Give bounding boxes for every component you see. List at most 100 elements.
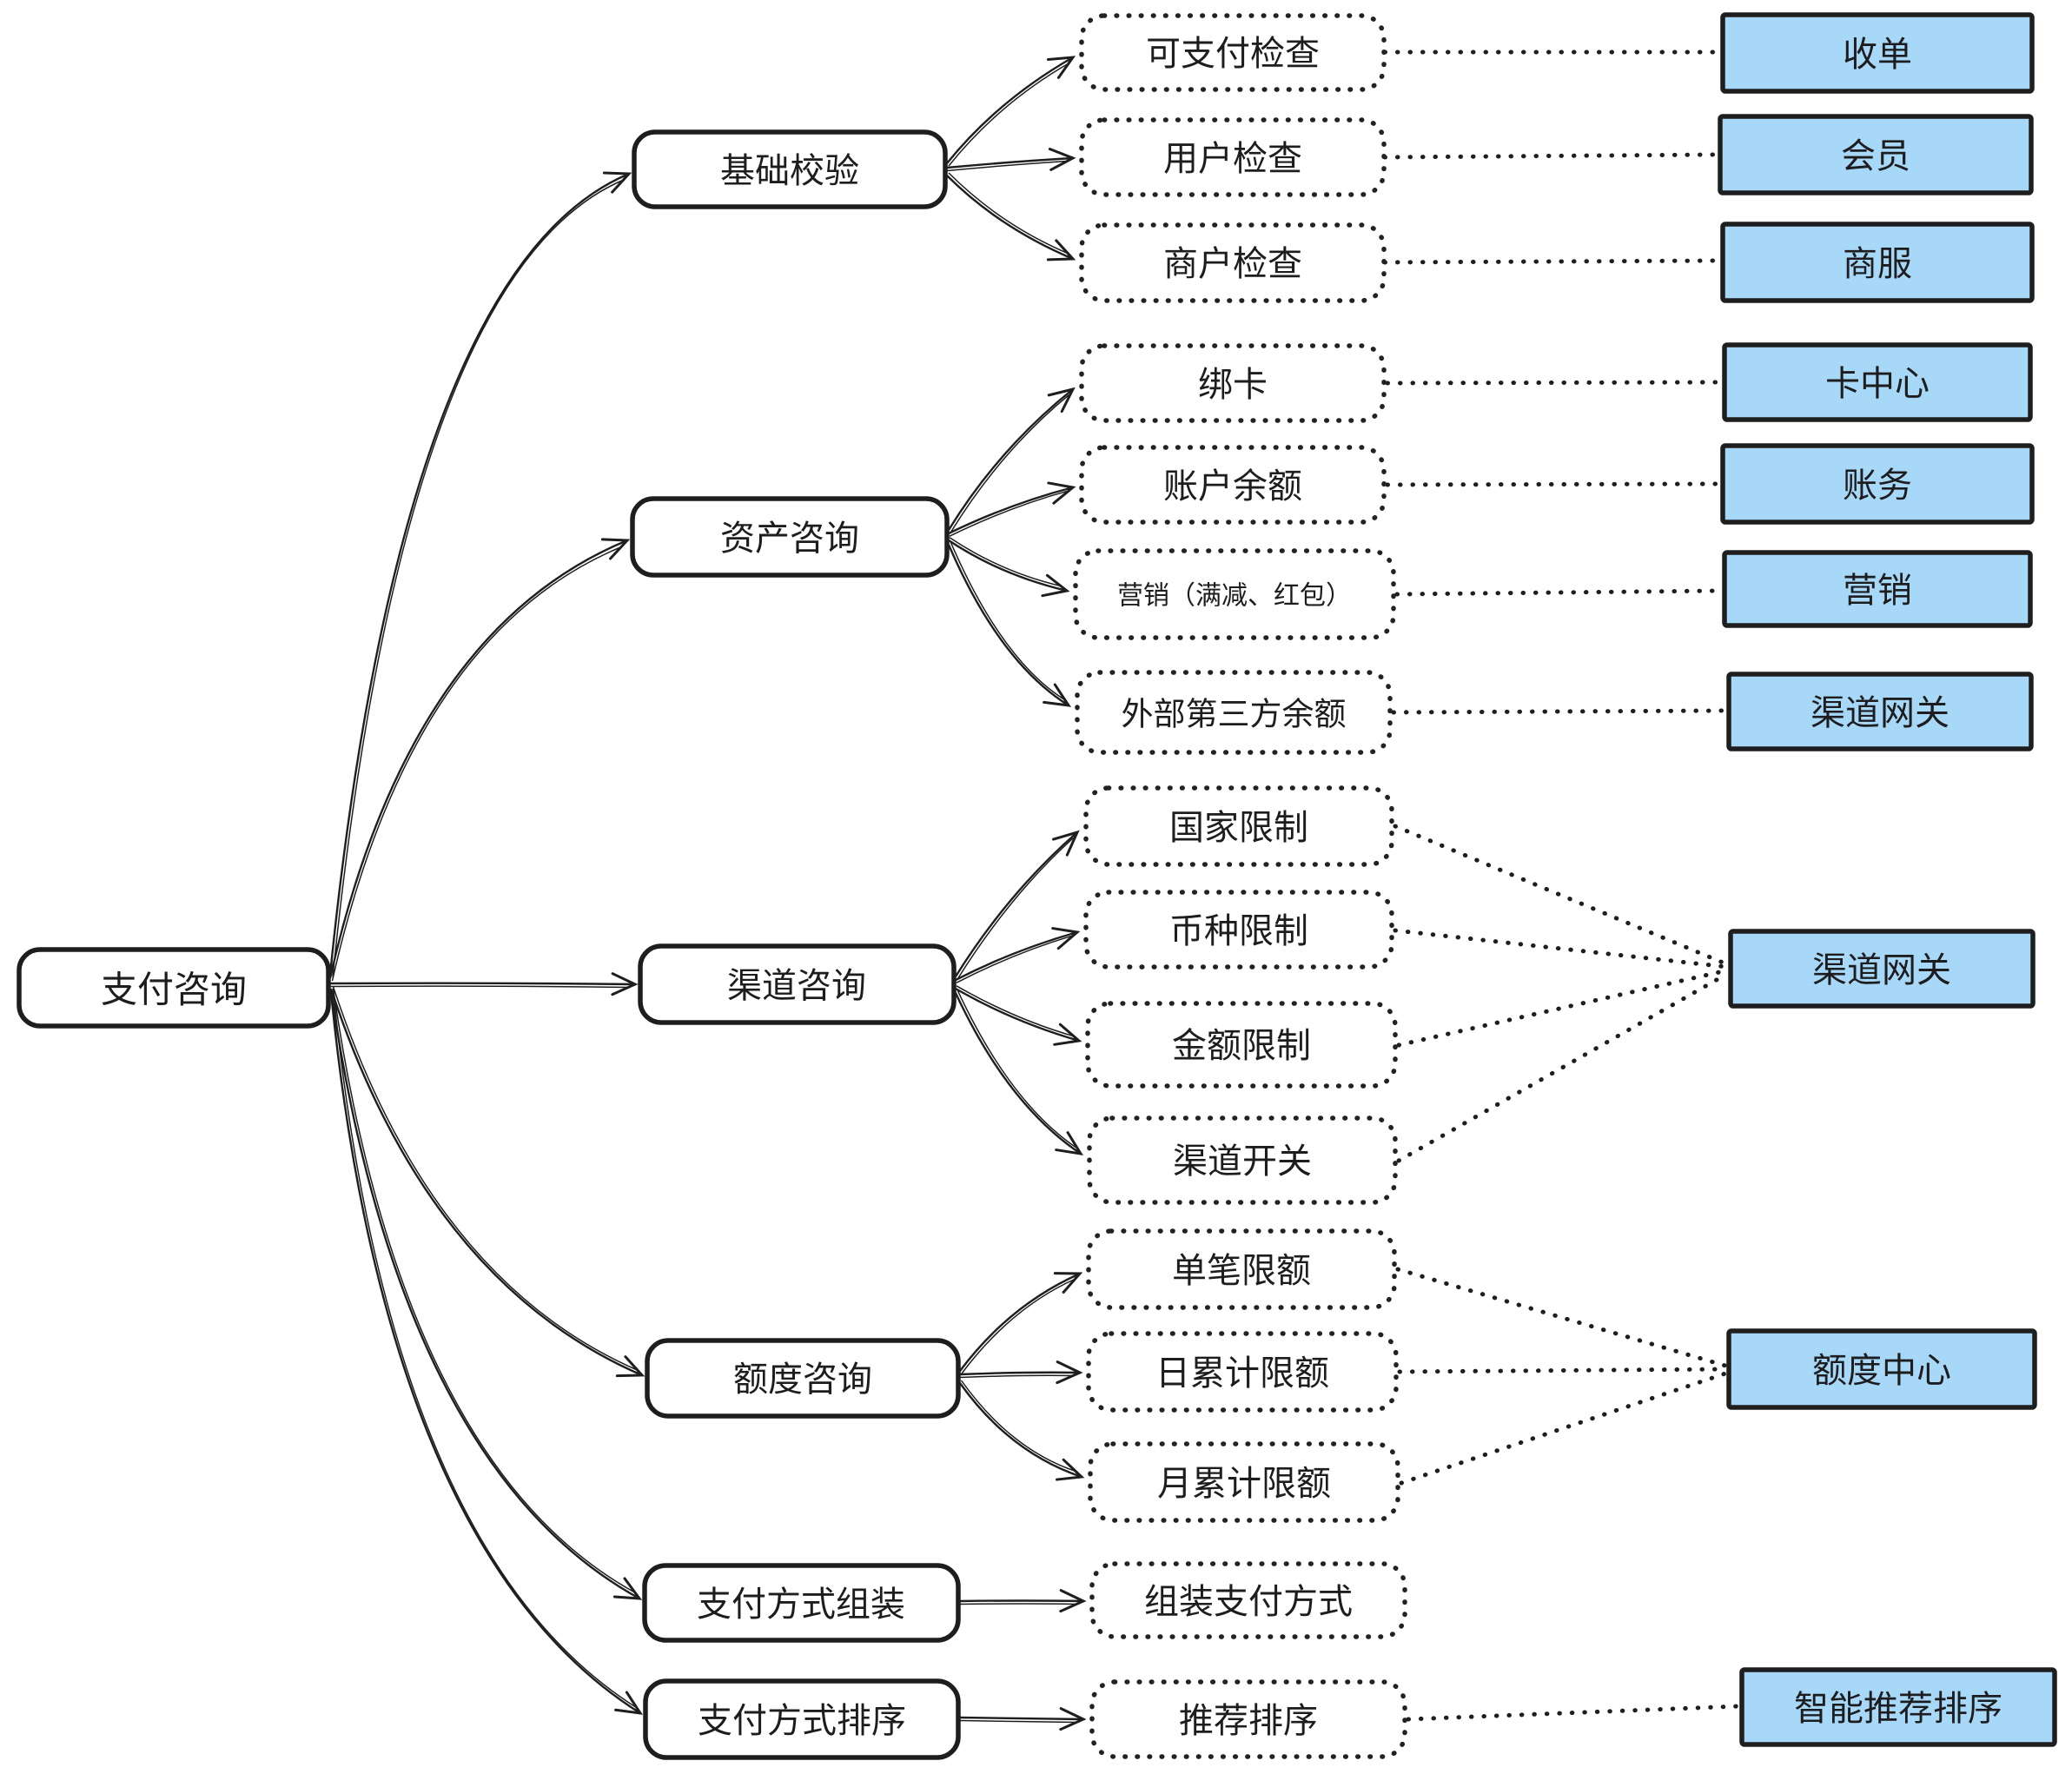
node-channel-inquiry-label: 渠道咨询 — [727, 967, 866, 1005]
node-payment-method-assembly-label: 支付方式组装 — [697, 1585, 905, 1624]
node-country-limit: 国家限制 — [1083, 785, 1394, 867]
edge-asset-to-bind-card — [947, 387, 1076, 533]
nodes-layer: 支付咨询 基础校验 资产咨询 渠道咨询 额度咨询 支付方式组装 支付方式排序 — [17, 12, 2057, 1760]
service-smart-recommend-label: 智能推荐排序 — [1794, 1690, 2002, 1728]
node-assemble-payment-method: 组装支付方式 — [1089, 1561, 1407, 1639]
edge-channel-to-amount-limit — [955, 985, 1082, 1046]
edge-channel-to-country-limit — [954, 830, 1080, 979]
node-single-limit: 单笔限额 — [1086, 1228, 1397, 1310]
node-currency-limit: 币种限制 — [1083, 890, 1394, 970]
node-amount-limit-label: 金额限制 — [1172, 1027, 1311, 1065]
service-channel-gateway-asset: 渠道网关 — [1726, 672, 2034, 751]
node-marketing-discount-redpacket-box — [1073, 548, 1396, 640]
service-smart-recommend-box — [1739, 1667, 2057, 1747]
service-merchant-service: 商服 — [1720, 222, 2035, 303]
service-merchant-service-label: 商服 — [1843, 245, 1912, 283]
edge-quota-to-monthly-limit — [959, 1380, 1085, 1481]
node-user-check-label: 用户检查 — [1163, 140, 1302, 178]
service-accounting: 账务 — [1720, 443, 2035, 525]
node-asset-inquiry-box — [630, 496, 950, 578]
node-amount-limit: 金额限制 — [1085, 1001, 1398, 1089]
node-channel-inquiry-box — [638, 943, 957, 1025]
node-external-thirdparty-balance-box — [1075, 670, 1393, 755]
node-channel-switch-box — [1087, 1115, 1398, 1205]
node-marketing-discount-redpacket-label: 营销（满减、红包） — [1117, 582, 1352, 611]
node-external-thirdparty-balance: 外部第三方余额 — [1075, 670, 1393, 755]
service-smart-recommend: 智能推荐排序 — [1739, 1667, 2057, 1747]
node-basic-validation-box — [632, 129, 948, 209]
service-card-center-box — [1722, 342, 2033, 422]
node-monthly-limit: 月累计限额 — [1088, 1441, 1400, 1523]
node-account-balance: 账户余额 — [1079, 445, 1387, 525]
node-currency-limit-box — [1083, 890, 1394, 970]
edge-root-to-channel-inquiry — [329, 972, 639, 996]
node-payable-check-label: 可支付检查 — [1146, 35, 1320, 73]
node-daily-limit-box — [1086, 1331, 1399, 1413]
link-currency-limit-to-channel-gateway — [1393, 928, 1730, 970]
node-user-check: 用户检查 — [1079, 117, 1387, 197]
service-card-center: 卡中心 — [1722, 342, 2033, 422]
edge-root-to-quota-inquiry — [329, 986, 645, 1378]
link-amount-limit-to-channel-gateway — [1396, 968, 1730, 1048]
service-membership: 会员 — [1718, 114, 2034, 195]
node-payment-consult-box — [17, 947, 331, 1029]
node-asset-inquiry-label: 资产咨询 — [720, 520, 859, 558]
service-quota-center: 额度中心 — [1726, 1328, 2037, 1410]
node-account-balance-box — [1079, 445, 1387, 525]
edge-root-to-asset-inquiry — [328, 538, 631, 982]
service-acquiring: 收单 — [1720, 12, 2035, 94]
node-external-thirdparty-balance-label: 外部第三方余额 — [1122, 697, 1347, 732]
node-currency-limit-label: 币种限制 — [1169, 912, 1308, 950]
node-bind-card: 绑卡 — [1079, 343, 1387, 423]
service-acquiring-label: 收单 — [1843, 36, 1912, 74]
node-assemble-payment-method-label: 组装支付方式 — [1144, 1583, 1353, 1621]
service-marketing: 营销 — [1722, 550, 2033, 628]
node-payment-consult: 支付咨询 — [17, 947, 331, 1029]
link-daily-limit-to-quota-center — [1397, 1367, 1728, 1374]
service-channel-gateway-channel-label: 渠道网关 — [1812, 951, 1951, 990]
node-payable-check: 可支付检查 — [1079, 13, 1387, 92]
service-card-center-label: 卡中心 — [1825, 365, 1930, 403]
service-acquiring-box — [1720, 12, 2035, 94]
node-merchant-check: 商户检查 — [1079, 222, 1387, 303]
node-single-limit-label: 单笔限额 — [1172, 1252, 1311, 1290]
service-channel-gateway-channel-box — [1728, 929, 2036, 1009]
service-accounting-box — [1720, 443, 2035, 525]
node-quota-inquiry-box — [645, 1338, 961, 1419]
node-monthly-limit-box — [1088, 1441, 1400, 1523]
edge-root-to-payment-method-assembly — [329, 988, 643, 1600]
node-single-limit-box — [1086, 1228, 1397, 1310]
node-merchant-check-label: 商户检查 — [1163, 245, 1302, 283]
node-payment-method-sorting: 支付方式排序 — [643, 1678, 961, 1760]
service-marketing-box — [1722, 550, 2033, 628]
node-payment-method-assembly-box — [642, 1563, 961, 1643]
node-channel-inquiry: 渠道咨询 — [638, 943, 957, 1025]
link-recommend-sort-to-smart-recommend — [1406, 1704, 1741, 1722]
node-marketing-discount-redpacket: 营销（满减、红包） — [1073, 548, 1396, 640]
service-accounting-label: 账务 — [1843, 467, 1912, 505]
link-channel-switch-to-channel-gateway — [1396, 971, 1730, 1163]
node-country-limit-box — [1083, 785, 1394, 867]
service-membership-label: 会员 — [1841, 137, 1910, 175]
edge-basic-to-payable-check — [946, 56, 1076, 167]
node-channel-switch: 渠道开关 — [1087, 1115, 1398, 1205]
node-quota-inquiry-label: 额度咨询 — [733, 1360, 872, 1399]
edge-quota-to-daily-limit — [959, 1360, 1083, 1385]
node-country-limit-label: 国家限制 — [1169, 809, 1308, 847]
edge-basic-to-merchant-check — [946, 172, 1076, 261]
service-channel-gateway-asset-label: 渠道网关 — [1811, 694, 1950, 732]
node-merchant-check-box — [1079, 222, 1387, 303]
node-daily-limit-label: 日累计限额 — [1155, 1354, 1329, 1393]
service-marketing-label: 营销 — [1843, 572, 1912, 610]
edge-basic-to-user-check — [946, 148, 1076, 172]
service-merchant-service-box — [1720, 222, 2035, 303]
node-channel-switch-label: 渠道开关 — [1173, 1142, 1312, 1181]
service-channel-gateway-asset-box — [1726, 672, 2034, 751]
service-quota-center-box — [1726, 1328, 2037, 1410]
node-recommend-sorting-box — [1089, 1679, 1407, 1759]
link-account-balance-to-accounting — [1385, 481, 1722, 487]
edge-root-to-basic-validation — [328, 171, 632, 977]
node-payment-consult-label: 支付咨询 — [101, 970, 247, 1010]
service-quota-center-label: 额度中心 — [1812, 1352, 1951, 1390]
node-account-balance-label: 账户余额 — [1163, 467, 1302, 506]
